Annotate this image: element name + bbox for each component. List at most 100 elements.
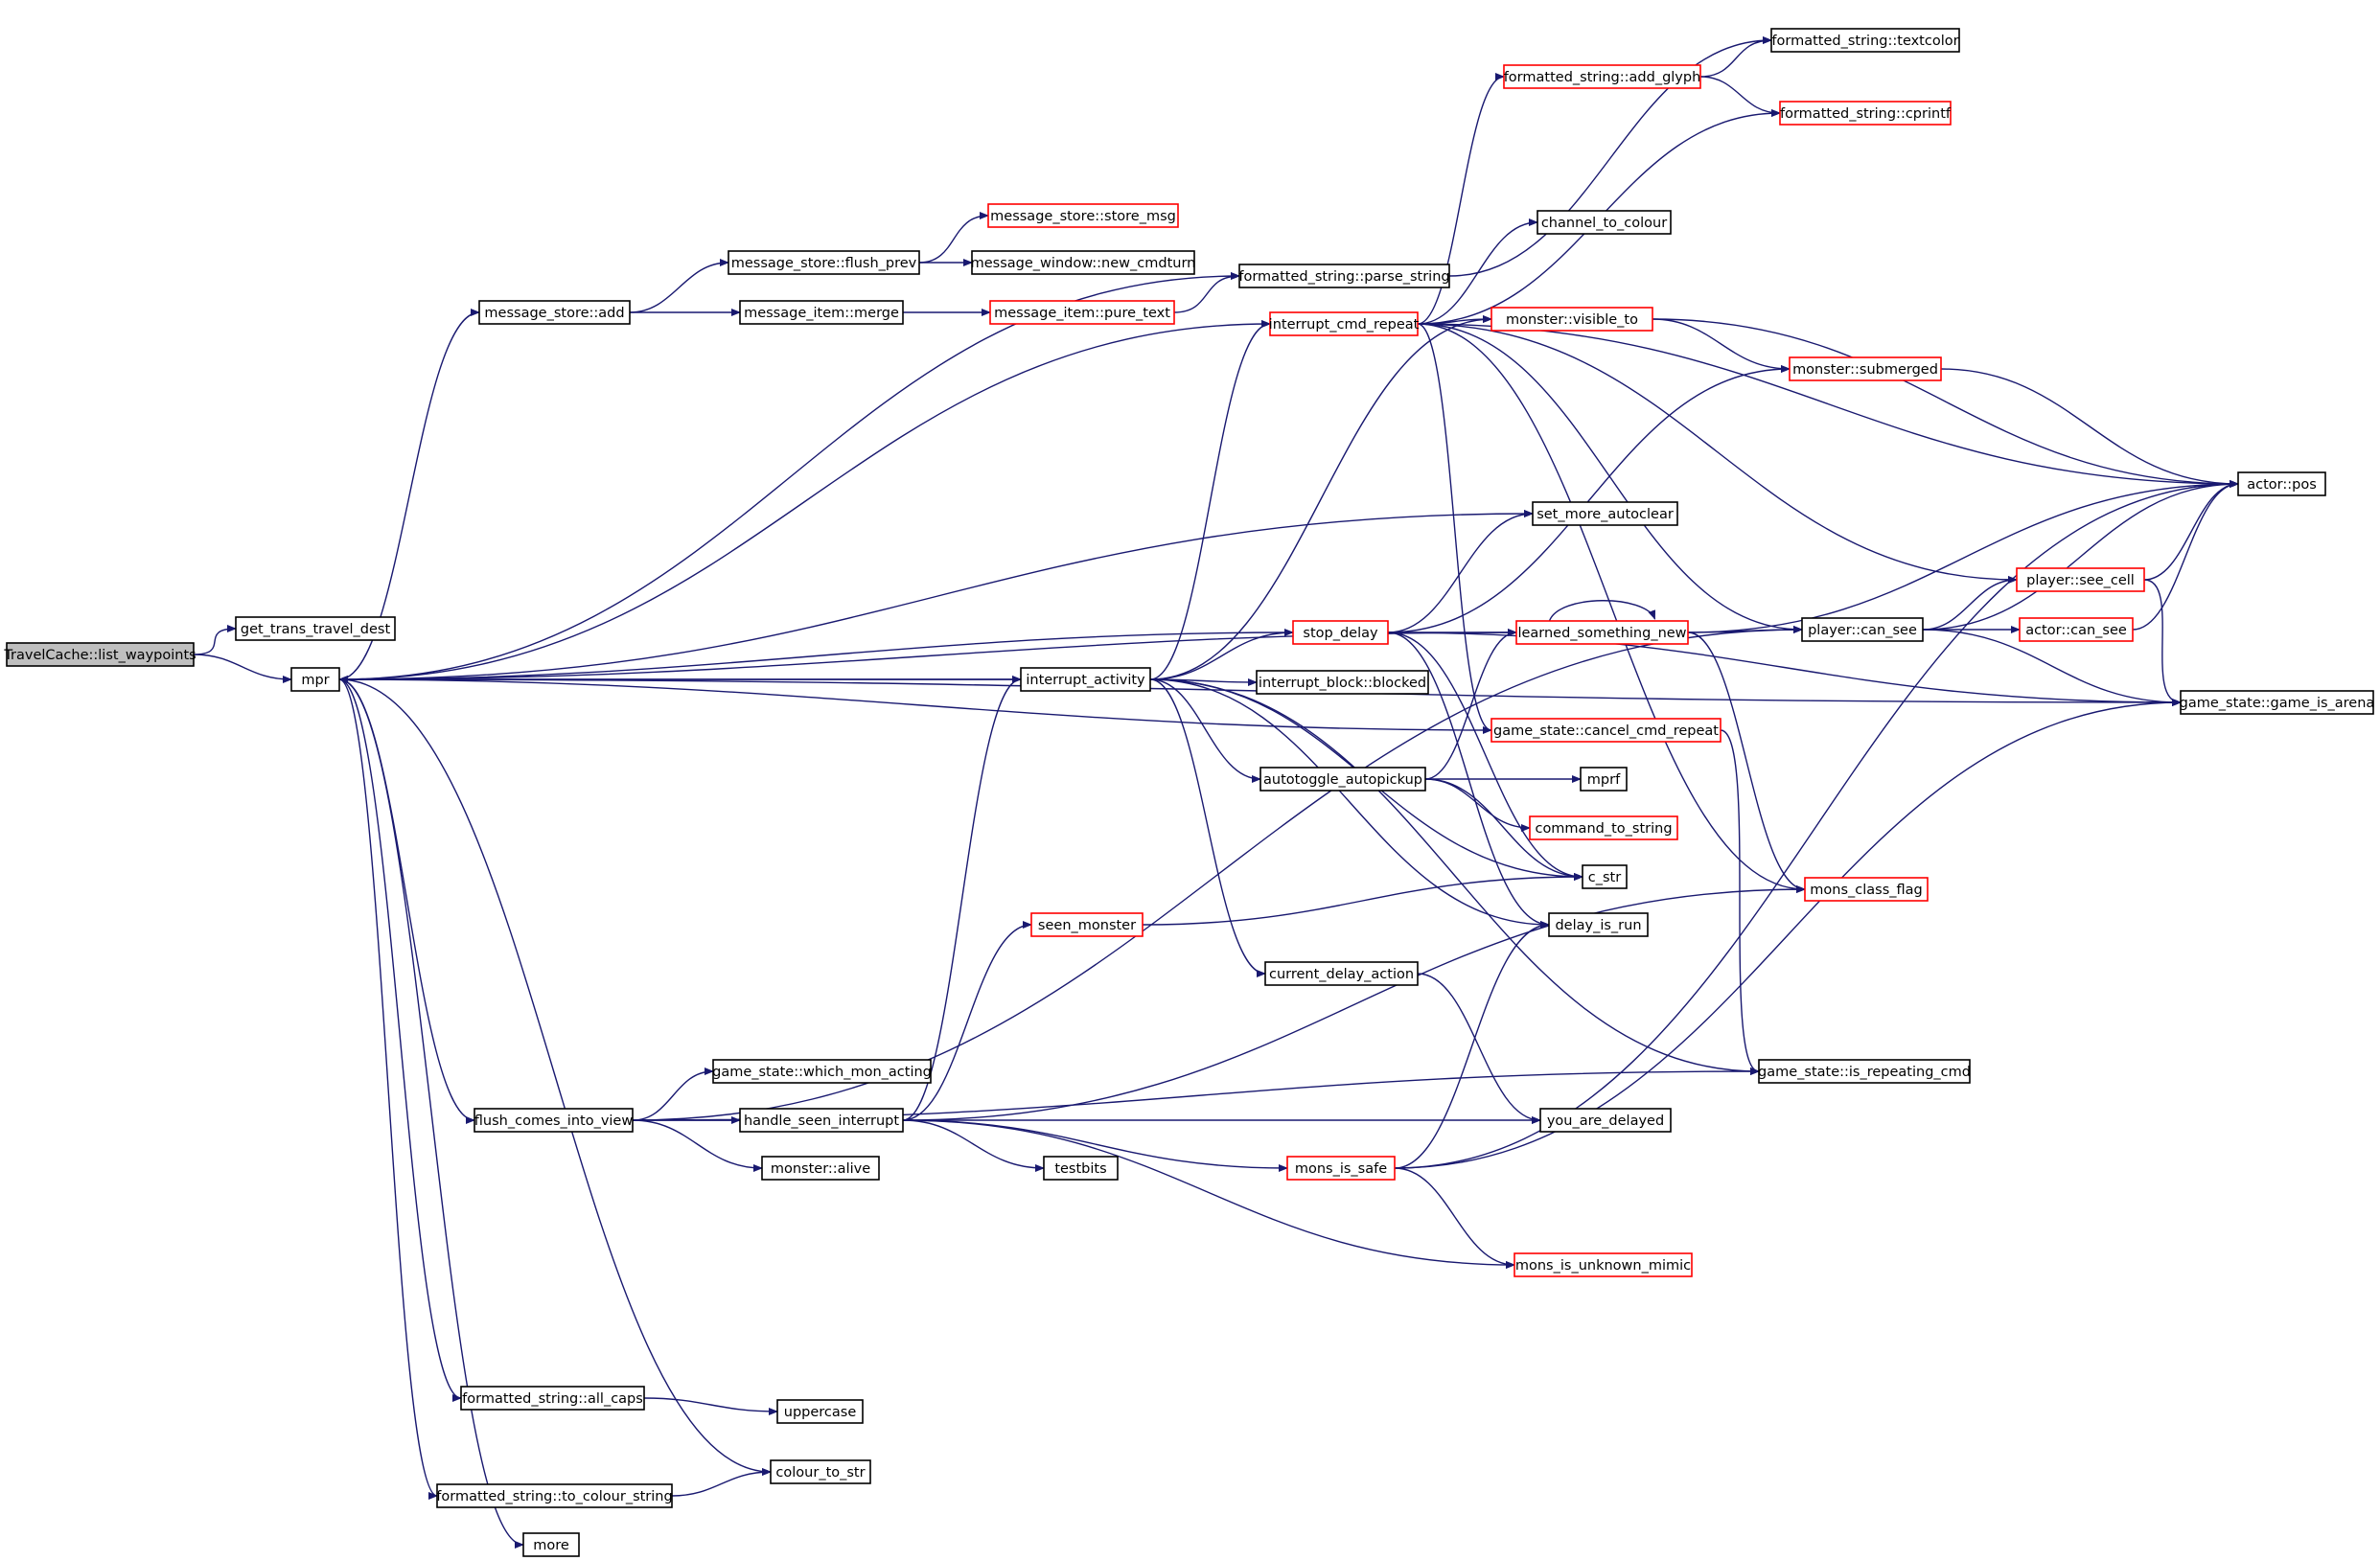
node-label: command_to_string <box>1535 821 1672 837</box>
node-label: mons_is_safe <box>1295 1161 1387 1177</box>
node-monster-submerged[interactable]: monster::submerged <box>1789 356 1942 381</box>
node-uppercase[interactable]: uppercase <box>776 1399 864 1424</box>
node-game-state-game-is-arena[interactable]: game_state::game_is_arena <box>2180 690 2375 715</box>
node-box <box>987 203 1179 228</box>
node-game-state-is-repeating-cmd[interactable]: game_state::is_repeating_cmd <box>1758 1059 1971 1084</box>
edge-flush-comes-into-view-to-player-can-see <box>632 626 1803 1121</box>
node-monster-alive[interactable]: monster::alive <box>761 1156 880 1181</box>
node-message-window-new-cmdturn[interactable]: message_window::new_cmdturn <box>971 250 1196 275</box>
node-you-are-delayed[interactable]: you_are_delayed <box>1539 1108 1672 1133</box>
node-mons-is-unknown-mimic[interactable]: mons_is_unknown_mimic <box>1513 1252 1693 1277</box>
node-current-delay-action[interactable]: current_delay_action <box>1264 961 1419 986</box>
node-box <box>1779 101 1952 126</box>
edge-stop-delay-to-set-more-autoclear <box>1387 510 1534 633</box>
node-actor-pos[interactable]: actor::pos <box>2237 471 2326 496</box>
node-player-see-cell[interactable]: player::see_cell <box>2016 567 2145 592</box>
edge-mpr-to-formatted-string-parse-string <box>338 272 1240 680</box>
edge-monster-visible-to-to-monster-submerged <box>1652 318 1791 373</box>
node-box <box>739 300 904 325</box>
node-command-to-string[interactable]: command_to_string <box>1529 815 1678 840</box>
node-label: monster::submerged <box>1792 362 1938 378</box>
node-monster-visible-to[interactable]: monster::visible_to <box>1490 307 1653 332</box>
node-label: message_item::pure_text <box>994 306 1170 321</box>
node-message-store-add[interactable]: message_store::add <box>478 300 631 325</box>
node-box <box>522 1532 580 1557</box>
node-formatted-string-cprintf[interactable]: formatted_string::cprintf <box>1779 101 1952 126</box>
node-box <box>2237 471 2326 496</box>
node-game-state-which-mon-acting[interactable]: game_state::which_mon_acting <box>712 1059 932 1084</box>
node-box <box>1770 28 1960 53</box>
edge-mons-is-safe-to-delay-is-run <box>1394 921 1550 1169</box>
node-label: mpr <box>301 673 329 688</box>
node-interrupt-activity[interactable]: interrupt_activity <box>1020 667 1151 692</box>
edge-player-can-see-to-actor-pos <box>1922 480 2239 631</box>
node-formatted-string-add-glyph[interactable]: formatted_string::add_glyph <box>1503 64 1701 89</box>
node-label: actor::pos <box>2247 477 2317 493</box>
edge-interrupt-cmd-repeat-to-formatted-string-add-glyph <box>1417 73 1505 325</box>
node-learned-something-new[interactable]: learned_something_new <box>1515 620 1689 645</box>
node-c-str[interactable]: c_str <box>1582 864 1628 889</box>
node-message-item-pure-text[interactable]: message_item::pure_text <box>989 300 1175 325</box>
node-interrupt-cmd-repeat[interactable]: interrupt_cmd_repeat <box>1269 311 1420 336</box>
node-formatted-string-textcolor[interactable]: formatted_string::textcolor <box>1770 28 1960 53</box>
node-game-state-cancel-cmd-repeat[interactable]: game_state::cancel_cmd_repeat <box>1490 718 1721 743</box>
node-box <box>290 667 340 692</box>
node-label: message_store::add <box>484 306 624 321</box>
node-label: set_more_autoclear <box>1537 507 1674 522</box>
node-box <box>1292 620 1389 645</box>
node-box <box>460 1386 645 1411</box>
node-message-store-store-msg[interactable]: message_store::store_msg <box>987 203 1179 228</box>
edge-interrupt-activity-to-stop-delay <box>1149 629 1294 680</box>
node-label: get_trans_travel_dest <box>241 622 391 637</box>
node-box <box>1490 307 1653 332</box>
node-box <box>1030 912 1144 937</box>
node-more[interactable]: more <box>522 1532 580 1557</box>
edge-mpr-to-message-store-add <box>338 309 480 680</box>
node-mprf[interactable]: mprf <box>1580 767 1628 792</box>
node-box <box>474 1108 634 1133</box>
node-box <box>436 1483 673 1508</box>
node-stop-delay[interactable]: stop_delay <box>1292 620 1389 645</box>
node-seen-monster[interactable]: seen_monster <box>1030 912 1144 937</box>
node-player-can-see[interactable]: player::can_see <box>1801 617 1924 642</box>
edge-formatted-string-add-glyph-to-formatted-string-textcolor <box>1699 36 1772 78</box>
node-box <box>235 616 396 641</box>
node-channel-to-colour[interactable]: channel_to_colour <box>1537 210 1672 235</box>
node-box <box>1490 718 1721 743</box>
node-label: colour_to_str <box>775 1465 865 1481</box>
node-formatted-string-to-colour-string[interactable]: formatted_string::to_colour_string <box>436 1483 673 1508</box>
node-formatted-string-all-caps[interactable]: formatted_string::all_caps <box>460 1386 645 1411</box>
node-actor-can-see[interactable]: actor::can_see <box>2019 617 2134 642</box>
node-colour-to-str[interactable]: colour_to_str <box>770 1459 871 1484</box>
node-label: delay_is_run <box>1555 918 1641 933</box>
node-message-item-merge[interactable]: message_item::merge <box>739 300 904 325</box>
node-label: actor::can_see <box>2025 623 2127 638</box>
node-mons-is-safe[interactable]: mons_is_safe <box>1286 1156 1396 1181</box>
node-label: formatted_string::add_glyph <box>1504 70 1701 85</box>
node-label: formatted_string::textcolor <box>1771 34 1958 49</box>
edge-mpr-to-formatted-string-to-colour-string <box>338 678 438 1500</box>
edge-stop-delay-to-c-str <box>1387 631 1583 881</box>
node-set-more-autoclear[interactable]: set_more_autoclear <box>1532 501 1678 526</box>
node-box <box>1529 815 1678 840</box>
node-mons-class-flag[interactable]: mons_class_flag <box>1804 877 1929 902</box>
node-interrupt-block-blocked[interactable]: interrupt_block::blocked <box>1256 670 1429 695</box>
node-handle-seen-interrupt[interactable]: handle_seen_interrupt <box>739 1108 904 1133</box>
node-get-trans-travel-dest[interactable]: get_trans_travel_dest <box>235 616 396 641</box>
node-label: flush_comes_into_view <box>474 1113 634 1129</box>
edge-flush-comes-into-view-to-monster-alive <box>632 1119 763 1172</box>
node-testbits[interactable]: testbits <box>1043 1156 1119 1181</box>
node-label: channel_to_colour <box>1541 216 1667 231</box>
node-travelcache-list-waypoints[interactable]: TravelCache::list_waypoints <box>3 642 196 667</box>
node-label: interrupt_block::blocked <box>1259 676 1426 691</box>
node-mpr[interactable]: mpr <box>290 667 340 692</box>
node-label: mons_class_flag <box>1810 883 1922 898</box>
node-flush-comes-into-view[interactable]: flush_comes_into_view <box>474 1108 634 1133</box>
node-formatted-string-parse-string[interactable]: formatted_string::parse_string <box>1238 264 1450 288</box>
node-box <box>1020 667 1151 692</box>
node-delay-is-run[interactable]: delay_is_run <box>1548 912 1649 937</box>
node-message-store-flush-prev[interactable]: message_store::flush_prev <box>728 250 920 275</box>
edge-travelcache-list-waypoints-to-get-trans-travel-dest <box>193 625 237 655</box>
node-label: formatted_string::cprintf <box>1780 106 1952 122</box>
node-autotoggle-autopickup[interactable]: autotoggle_autopickup <box>1259 767 1426 792</box>
